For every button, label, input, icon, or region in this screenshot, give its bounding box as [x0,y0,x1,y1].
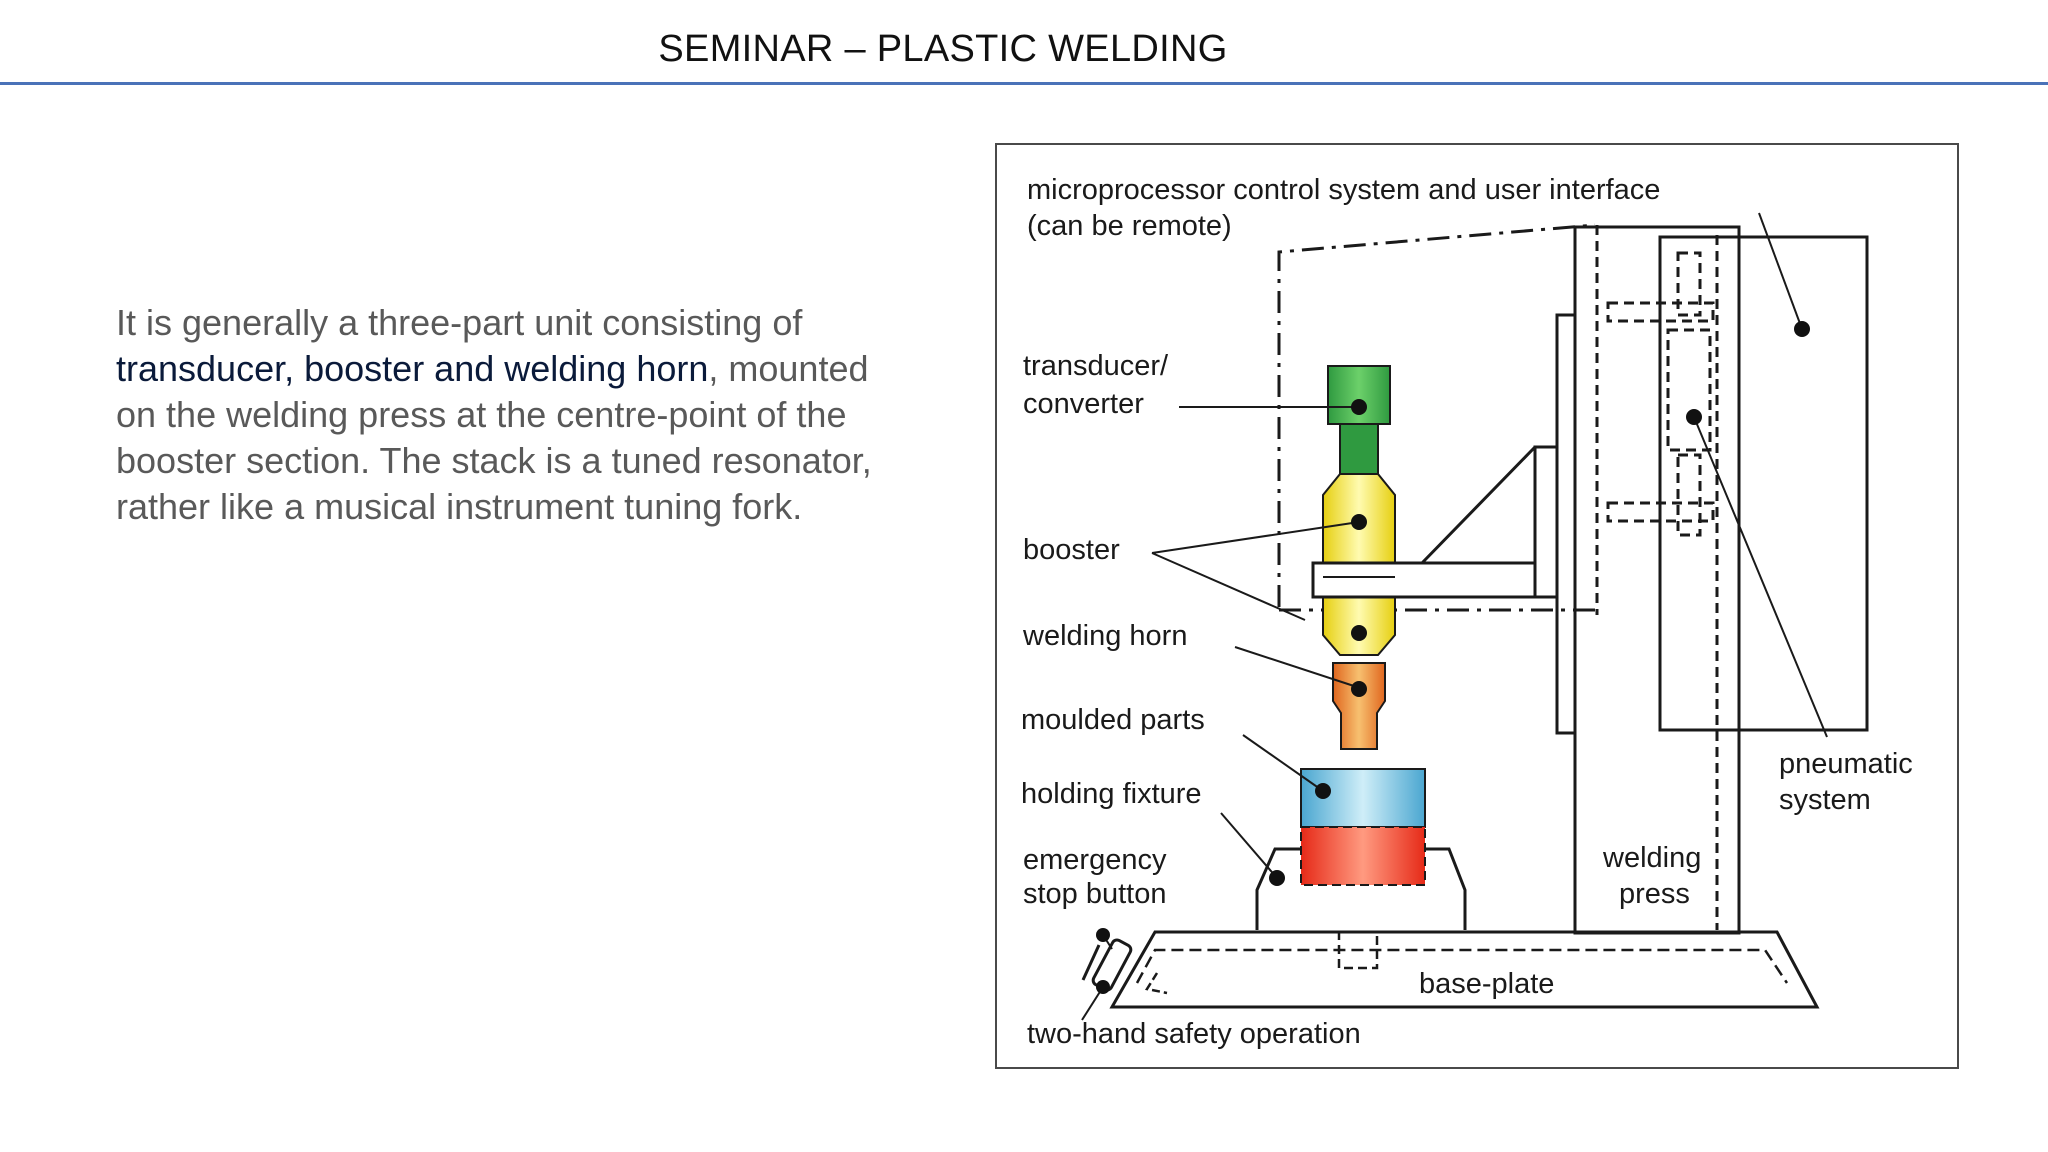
body-text-highlight: transducer, booster and welding horn [116,348,709,389]
welding-horn [1332,662,1386,750]
diagram-canvas: microprocessor control system and user i… [1021,174,1913,1050]
base-block [1255,847,1467,930]
label-transducer-2: converter [1023,388,1144,420]
label-control-1: microprocessor control system and user i… [1027,174,1660,206]
slide-title: SEMINAR – PLASTIC WELDING [658,28,1228,70]
leader-lines [1081,212,1828,1021]
label-moulded-parts: moulded parts [1021,704,1205,736]
label-estop-2: stop button [1023,878,1167,910]
body-text-lead: It is generally a three-part unit consis… [116,302,803,343]
label-transducer-1: transducer/ [1023,350,1169,382]
base-plate [1109,930,1820,1009]
label-control-2: (can be remote) [1027,210,1232,242]
label-holding-fixture: holding fixture [1021,778,1202,810]
label-press-2: press [1619,878,1690,910]
mounting-arm [1311,561,1537,599]
body-paragraph: It is generally a three-part unit consis… [116,300,876,530]
label-welding-horn: welding horn [1022,620,1187,652]
welding-machine-diagram: microprocessor control system and user i… [995,143,1959,1069]
transducer [1327,365,1391,475]
slide-header: SEMINAR – PLASTIC WELDING [0,0,2048,85]
label-press-1: welding [1602,842,1701,874]
marker-dots [1096,321,1810,994]
label-pneumatic-2: system [1779,784,1871,816]
pneumatic-cylinders [1595,225,1719,930]
label-base-plate: base-plate [1419,968,1554,1000]
body-text-rest: , mounted on the welding press at the ce… [116,348,872,527]
control-boundary [1277,223,1596,607]
label-pneumatic-1: pneumatic [1779,748,1913,780]
label-two-hand: two-hand safety operation [1027,1018,1361,1050]
label-booster: booster [1023,534,1120,566]
label-estop-1: emergency [1023,844,1167,876]
holding-fixture [1300,826,1426,886]
